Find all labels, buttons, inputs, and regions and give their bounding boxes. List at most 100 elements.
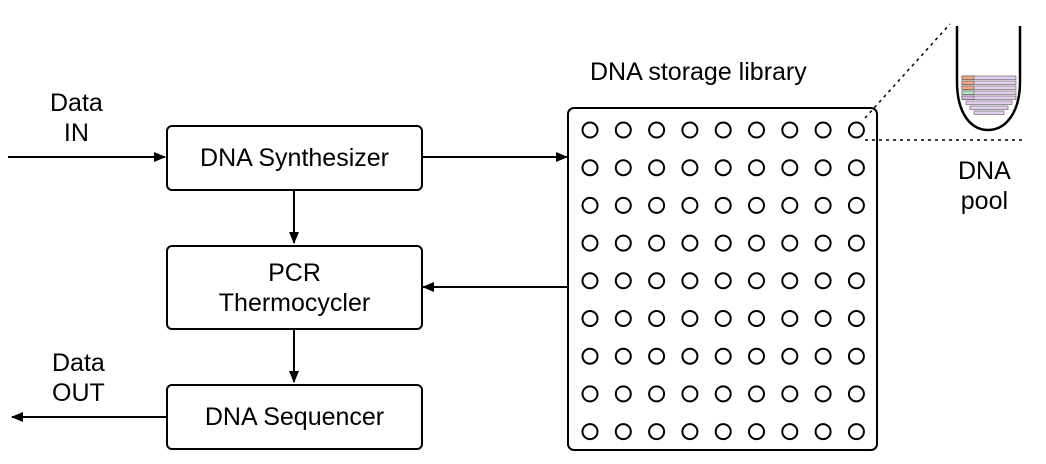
data-out-line1: Data xyxy=(52,349,105,377)
well xyxy=(648,385,666,403)
well xyxy=(648,272,666,290)
dna-synthesizer-label: DNA Synthesizer xyxy=(200,144,389,172)
dna-sequencer-label: DNA Sequencer xyxy=(204,403,385,431)
well xyxy=(681,159,699,177)
dna-strand-index-tag xyxy=(961,75,975,80)
pcr-label-line2: Thermocycler xyxy=(218,288,371,317)
well xyxy=(681,272,699,290)
well xyxy=(581,385,599,403)
well xyxy=(814,159,832,177)
dna-pool-line2: pool xyxy=(960,187,1009,215)
data-out-label: Data OUT xyxy=(52,348,105,408)
well xyxy=(814,234,832,252)
dna-strand-index-tag xyxy=(961,85,975,90)
well xyxy=(814,196,832,214)
well xyxy=(847,159,865,177)
well xyxy=(781,234,799,252)
dna-strand-index-tag xyxy=(961,90,975,95)
dna-strand xyxy=(973,110,1005,115)
well xyxy=(614,347,632,365)
well xyxy=(748,272,765,290)
well xyxy=(614,196,632,214)
well xyxy=(648,121,666,139)
well xyxy=(781,423,799,441)
dna-strand xyxy=(965,100,1013,105)
data-in-line2: IN xyxy=(63,119,89,147)
well xyxy=(781,121,799,139)
well xyxy=(681,310,699,327)
well xyxy=(748,234,765,252)
well xyxy=(714,121,732,139)
well xyxy=(614,272,632,290)
dna-strand-index-tag xyxy=(961,80,975,85)
dna-sequencer-box: DNA Sequencer xyxy=(166,384,423,450)
well xyxy=(748,347,765,365)
well xyxy=(714,196,732,214)
well xyxy=(581,347,599,365)
well xyxy=(748,121,765,139)
well xyxy=(847,385,865,403)
well xyxy=(847,196,865,214)
data-in-label: Data IN xyxy=(50,88,103,148)
well xyxy=(614,121,632,139)
dna-strand-index-tag xyxy=(961,95,975,100)
well xyxy=(714,385,732,403)
well xyxy=(748,159,765,177)
well xyxy=(648,234,666,252)
well xyxy=(748,385,765,403)
storage-library-title: DNA storage library xyxy=(590,58,807,86)
dna-pool-tube xyxy=(955,26,1022,132)
well xyxy=(847,272,865,290)
well xyxy=(714,310,732,327)
well xyxy=(781,196,799,214)
well xyxy=(648,196,666,214)
dna-strands xyxy=(961,75,1017,115)
well xyxy=(814,310,832,327)
well xyxy=(847,121,865,139)
well xyxy=(681,196,699,214)
well xyxy=(781,272,799,290)
well xyxy=(847,423,865,441)
dna-strand xyxy=(969,105,1009,110)
well xyxy=(648,310,666,327)
well xyxy=(847,347,865,365)
dna-pool-line1: DNA xyxy=(958,157,1011,185)
well xyxy=(847,310,865,327)
well xyxy=(681,347,699,365)
well xyxy=(681,423,699,441)
well xyxy=(714,347,732,365)
well xyxy=(648,423,666,441)
well xyxy=(781,385,799,403)
well xyxy=(814,121,832,139)
well xyxy=(814,347,832,365)
well xyxy=(714,234,732,252)
well xyxy=(581,423,599,441)
pcr-label-line1: PCR xyxy=(268,258,321,287)
well xyxy=(614,423,632,441)
well xyxy=(581,159,599,177)
well xyxy=(648,159,666,177)
well xyxy=(681,385,699,403)
well xyxy=(748,310,765,327)
well xyxy=(614,234,632,252)
well xyxy=(614,385,632,403)
well-grid xyxy=(581,121,865,441)
well xyxy=(681,121,699,139)
pcr-thermocycler-box: PCR Thermocycler xyxy=(166,245,423,330)
well xyxy=(748,423,765,441)
well xyxy=(648,347,666,365)
well xyxy=(581,310,599,327)
well xyxy=(781,347,799,365)
well xyxy=(581,234,599,252)
well xyxy=(614,159,632,177)
well xyxy=(581,196,599,214)
well xyxy=(581,272,599,290)
well xyxy=(781,159,799,177)
dna-synthesizer-box: DNA Synthesizer xyxy=(166,125,423,191)
well xyxy=(581,121,599,139)
zoom-line-upper xyxy=(864,23,951,119)
well xyxy=(814,385,832,403)
well xyxy=(714,159,732,177)
data-in-line1: Data xyxy=(50,89,103,117)
dna-pool-label: DNA pool xyxy=(958,156,1011,216)
